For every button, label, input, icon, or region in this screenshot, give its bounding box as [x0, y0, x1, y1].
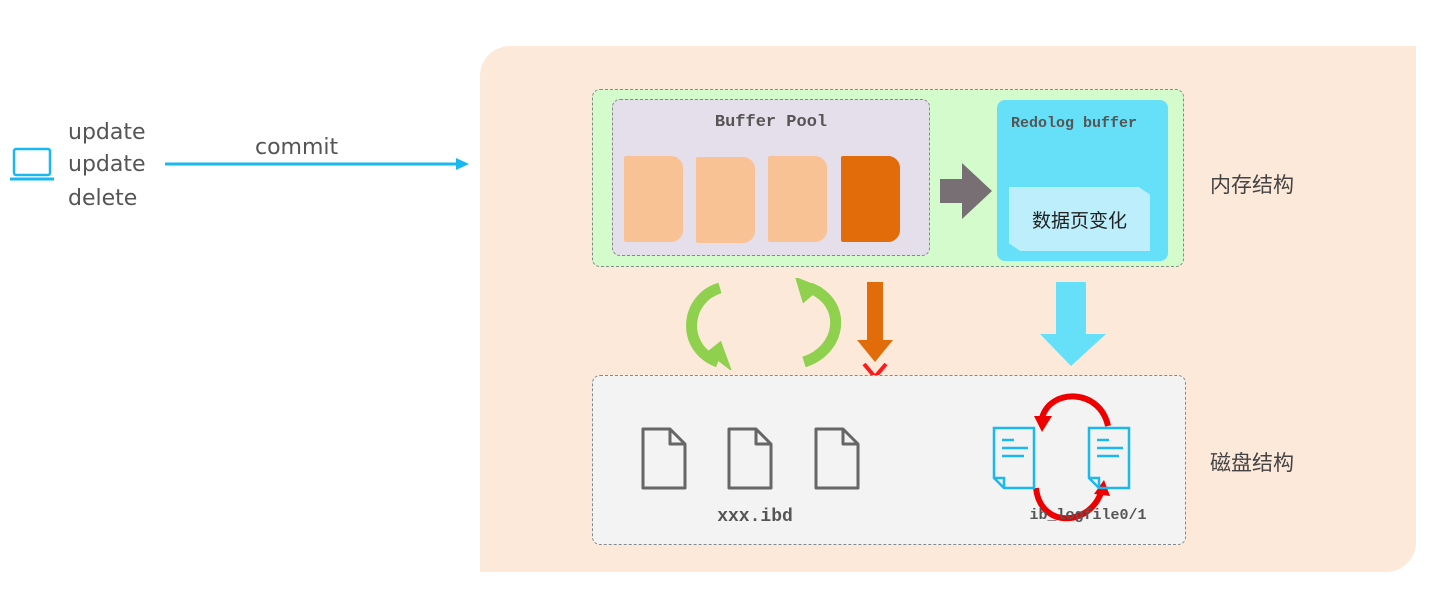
buffer-pool-title: Buffer Pool	[714, 113, 828, 132]
log-cycle-arrows-icon	[1033, 393, 1111, 522]
redolog-buffer-title: Redolog buffer	[1011, 115, 1138, 132]
right-arrow-icon	[940, 163, 992, 219]
green-cycle-arrows-icon	[686, 278, 841, 370]
redolog-entry: 数据页变化	[1009, 187, 1150, 251]
data-page	[768, 156, 827, 242]
statement-update-1: update	[68, 120, 146, 145]
data-file-label: xxx.ibd	[717, 507, 793, 527]
commit-arrow	[165, 158, 469, 170]
log-file-label: ib_logfile0/1	[1029, 507, 1147, 524]
file-icon	[814, 427, 860, 490]
commit-label: commit	[255, 135, 339, 160]
down-arrow-icon	[1040, 282, 1106, 366]
document-icon	[992, 426, 1036, 490]
disk-structure-label: 磁盘结构	[1210, 451, 1294, 475]
data-page	[624, 156, 683, 242]
document-icon	[1087, 426, 1131, 490]
file-icon	[727, 427, 773, 490]
statement-delete: delete	[68, 186, 138, 211]
file-icon	[641, 427, 687, 490]
disk-structure-box	[592, 375, 1186, 545]
statement-update-2: update	[68, 152, 146, 177]
laptop-icon	[10, 147, 54, 181]
memory-structure-label: 内存结构	[1210, 173, 1294, 197]
dirty-data-page	[841, 156, 900, 242]
data-page	[696, 157, 755, 243]
